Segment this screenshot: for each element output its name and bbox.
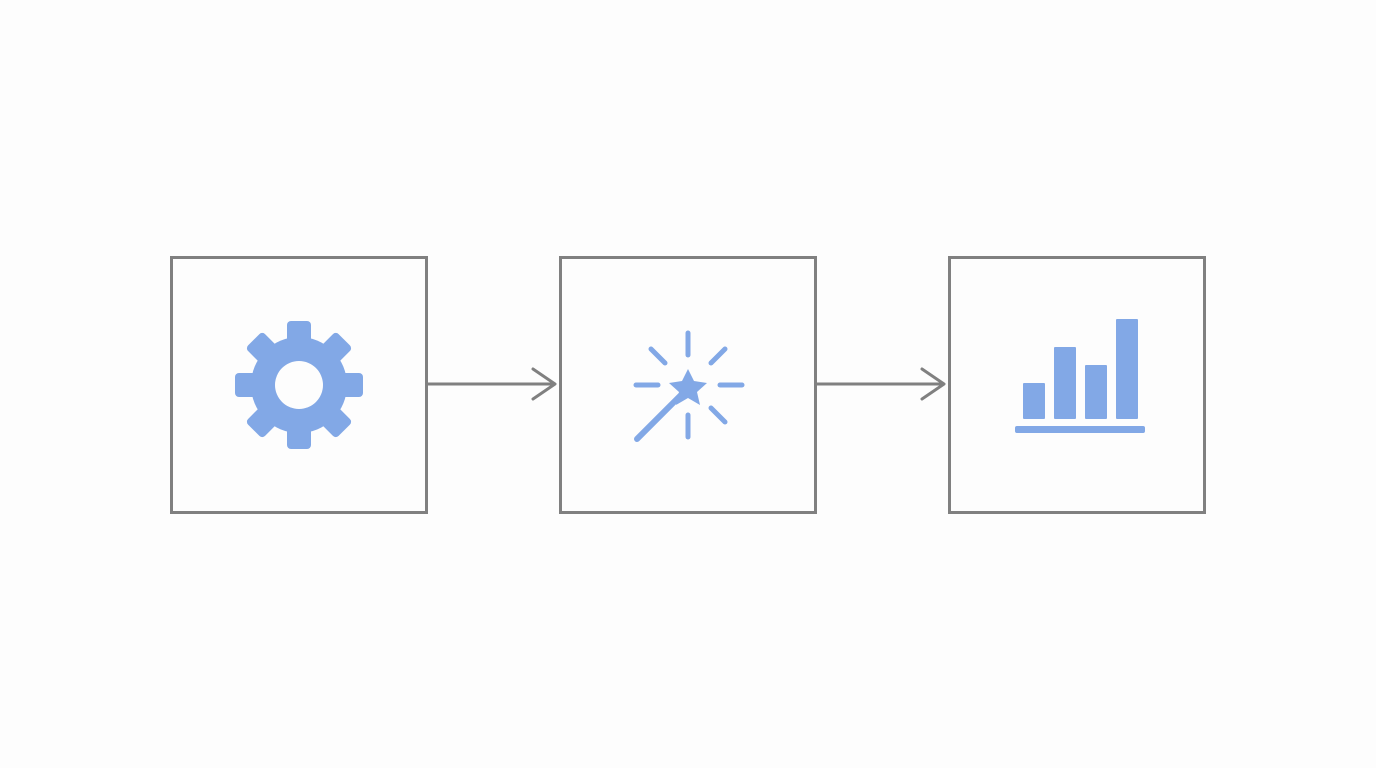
step-box-settings (170, 256, 428, 514)
arrow-right-icon (816, 367, 946, 401)
step-box-transform (559, 256, 817, 514)
magic-wand-icon (633, 330, 745, 442)
step-box-results (948, 256, 1206, 514)
bar-chart-icon (1015, 319, 1145, 433)
arrow-right-icon (427, 367, 557, 401)
gear-icon (235, 321, 363, 449)
